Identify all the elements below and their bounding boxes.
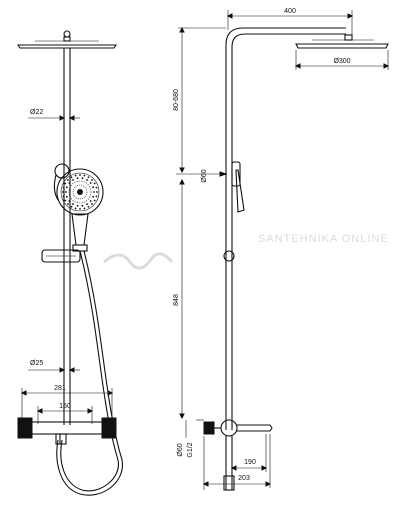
spray-nozzle [93,199,96,202]
side-slider [223,250,235,262]
spray-nozzle [65,191,67,193]
side-bracket [176,161,245,213]
front-dim-centers [36,406,94,424]
spout-length-label: 190 [244,459,256,466]
spray-nozzle [65,195,68,198]
side-dim-adjust [178,26,226,174]
spray-nozzle [83,207,86,210]
spray-nozzle [67,179,69,181]
spray-nozzle [64,199,67,202]
spray-nozzle [79,174,81,176]
spray-nozzle [91,179,93,181]
spray-nozzle [92,186,95,189]
mixer-body [17,417,117,445]
spray-nozzle [93,182,96,185]
spray-nozzle [86,178,88,181]
front-dim-width [20,388,114,418]
head-diameter-label: Ø300 [333,58,350,65]
front-view: Ø22 [16,30,123,496]
hose [56,250,123,496]
side-dim-column [179,178,185,420]
front-width-label: 281 [54,385,66,392]
bracket-diameter-label: Ø60 [201,169,208,182]
spray-nozzle [87,176,90,179]
spray-nozzle [95,195,98,198]
spray-nozzle [72,203,74,206]
holder-bracket [53,163,70,201]
spray-nozzle [68,182,71,184]
spray-nozzle [74,174,77,177]
watermark-swoosh [103,252,174,270]
side-dim-arm [226,10,354,40]
spray-nozzle [72,178,74,181]
spray-nozzle [67,203,69,205]
front-pipe-diameter-label: Ø22 [30,109,43,116]
spray-nozzle [70,205,73,208]
front-dim-lower-pipe [28,367,80,373]
thread-label: G1/2 [187,442,194,457]
front-lower-pipe-diameter-label: Ø25 [30,360,43,367]
spray-nozzle [62,186,65,189]
hand-shower [56,168,104,252]
spray-nozzle [89,200,92,202]
column-height-label: 848 [173,294,180,306]
watermark-text: SANTEHNIKA ONLINE [258,233,389,245]
spray-nozzle [89,182,92,184]
side-shower-head [295,34,389,49]
spray-nozzle [87,205,90,208]
side-column [225,27,346,430]
front-column [63,48,71,425]
spray-nozzle [93,191,95,193]
front-dim-pipe [28,115,80,121]
spray-nozzle [64,182,67,185]
spray-nozzle [74,207,77,210]
spray-nozzle [83,174,86,177]
spray-nozzle [81,204,84,207]
spray-nozzle [91,203,93,205]
side-dim-spout [202,434,272,490]
spray-nozzle [65,186,68,189]
spray-nozzle [62,191,64,193]
front-centers-label: 150 [59,403,71,410]
spray-nozzle [76,177,79,180]
spray-nozzle [86,203,88,206]
adjustable-height-label: 80-680 [173,89,180,111]
flange-diameter-label: Ø60 [177,443,184,456]
spray-nozzle [70,176,73,179]
spray-nozzle [76,204,79,207]
spray-nozzle [92,195,95,198]
arm-length-label: 400 [284,8,296,15]
spray-nozzle [81,177,84,180]
front-shower-head [16,30,118,49]
spray-nozzle [79,208,81,210]
side-dim-head [294,50,390,70]
spray-nozzle [96,191,98,193]
side-view: 400 Ø300 80-680 [173,8,390,491]
spout-total-label: 203 [238,475,250,482]
spray-nozzle [68,200,71,202]
spray-nozzle [62,195,65,198]
slider [41,249,81,263]
spray-nozzle [95,186,98,189]
